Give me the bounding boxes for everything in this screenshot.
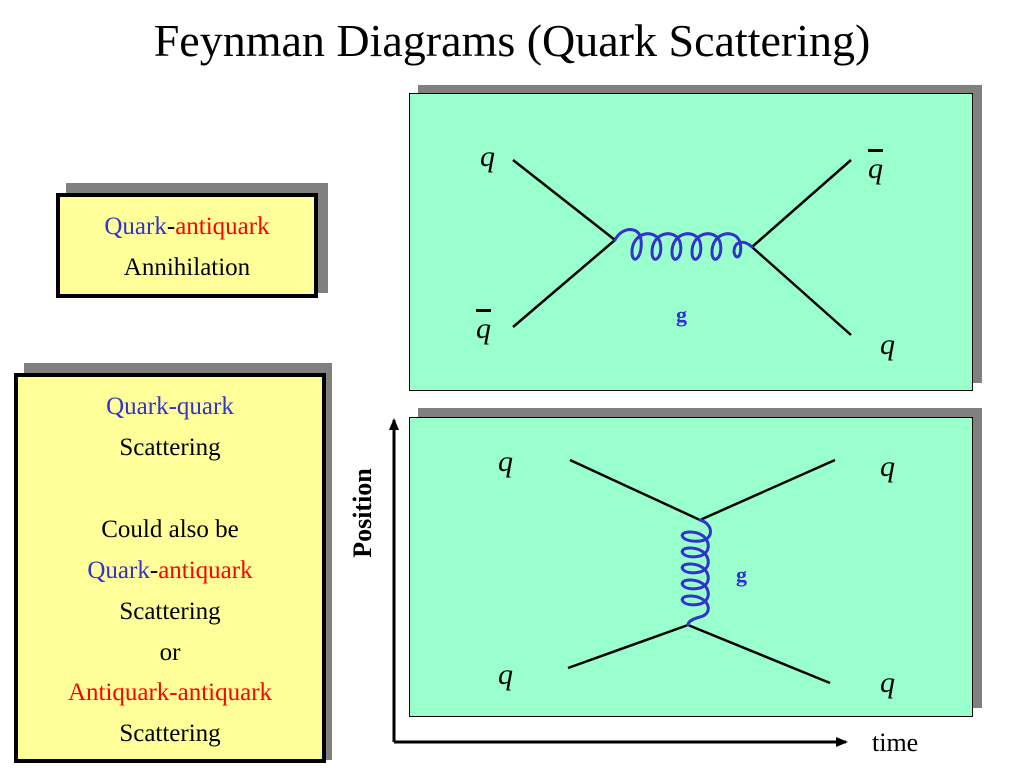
top-diagram-panel: [409, 93, 973, 391]
top-gluon-line: [613, 228, 754, 261]
top-outgoing-antiquark-line: [751, 159, 852, 248]
top-gluon-label: g: [676, 302, 687, 327]
scattering-line2: Scattering: [119, 434, 221, 461]
top-in-quark-label: q: [480, 140, 495, 173]
bottom-out-lower-quark-label: q: [880, 666, 895, 699]
top-out-quark-label: q: [880, 328, 895, 361]
antiquark-word: antiquark: [158, 557, 253, 584]
annihilation-box: Quark-antiquark Annihilation: [56, 193, 318, 298]
bottom-diagram-panel: [409, 417, 973, 717]
quark-word: Quark: [104, 213, 167, 240]
top-outgoing-quark-line: [751, 246, 852, 336]
annihilation-line2: Annihilation: [123, 254, 251, 281]
scattering-line8: Scattering: [119, 720, 221, 747]
top-incoming-antiquark-line: [512, 239, 616, 328]
bottom-out-upper-quark-label: q: [880, 450, 895, 483]
scattering-line4: Quark-antiquark: [18, 557, 322, 584]
y-axis-label: Position: [348, 468, 377, 558]
bottom-gluon-label: g: [736, 562, 747, 587]
bottom-in-lower-quark-label: q: [498, 658, 513, 691]
bottom-incoming-upper-quark-line: [569, 458, 701, 522]
bottom-gluon-line: [680, 518, 712, 627]
bottom-incoming-lower-quark-line: [567, 623, 689, 670]
quark-word: Quark: [87, 557, 150, 584]
bottom-outgoing-lower-quark-line: [687, 623, 831, 685]
scattering-line6: or: [159, 639, 181, 666]
scattering-box: Quark-quark Scattering Could also be Qua…: [14, 373, 326, 763]
scattering-line1: Quark-quark: [106, 393, 234, 420]
top-out-antiquark-label: q: [868, 152, 883, 185]
x-axis-label: time: [872, 728, 919, 757]
scattering-line7: Antiquark-antiquark: [67, 679, 273, 706]
bottom-outgoing-upper-quark-line: [699, 458, 836, 522]
scattering-line5: Scattering: [119, 598, 221, 625]
antiquark-word: antiquark: [175, 213, 270, 240]
scattering-line3: Could also be: [101, 516, 239, 543]
hyphen: -: [149, 557, 159, 584]
hyphen: -: [166, 213, 176, 240]
top-incoming-quark-line: [512, 159, 616, 241]
bottom-in-upper-quark-label: q: [498, 445, 513, 478]
page-title: Feynman Diagrams (Quark Scattering): [153, 15, 871, 66]
top-in-antiquark-label: q: [476, 312, 491, 345]
annihilation-line1: Quark-antiquark: [60, 213, 314, 240]
